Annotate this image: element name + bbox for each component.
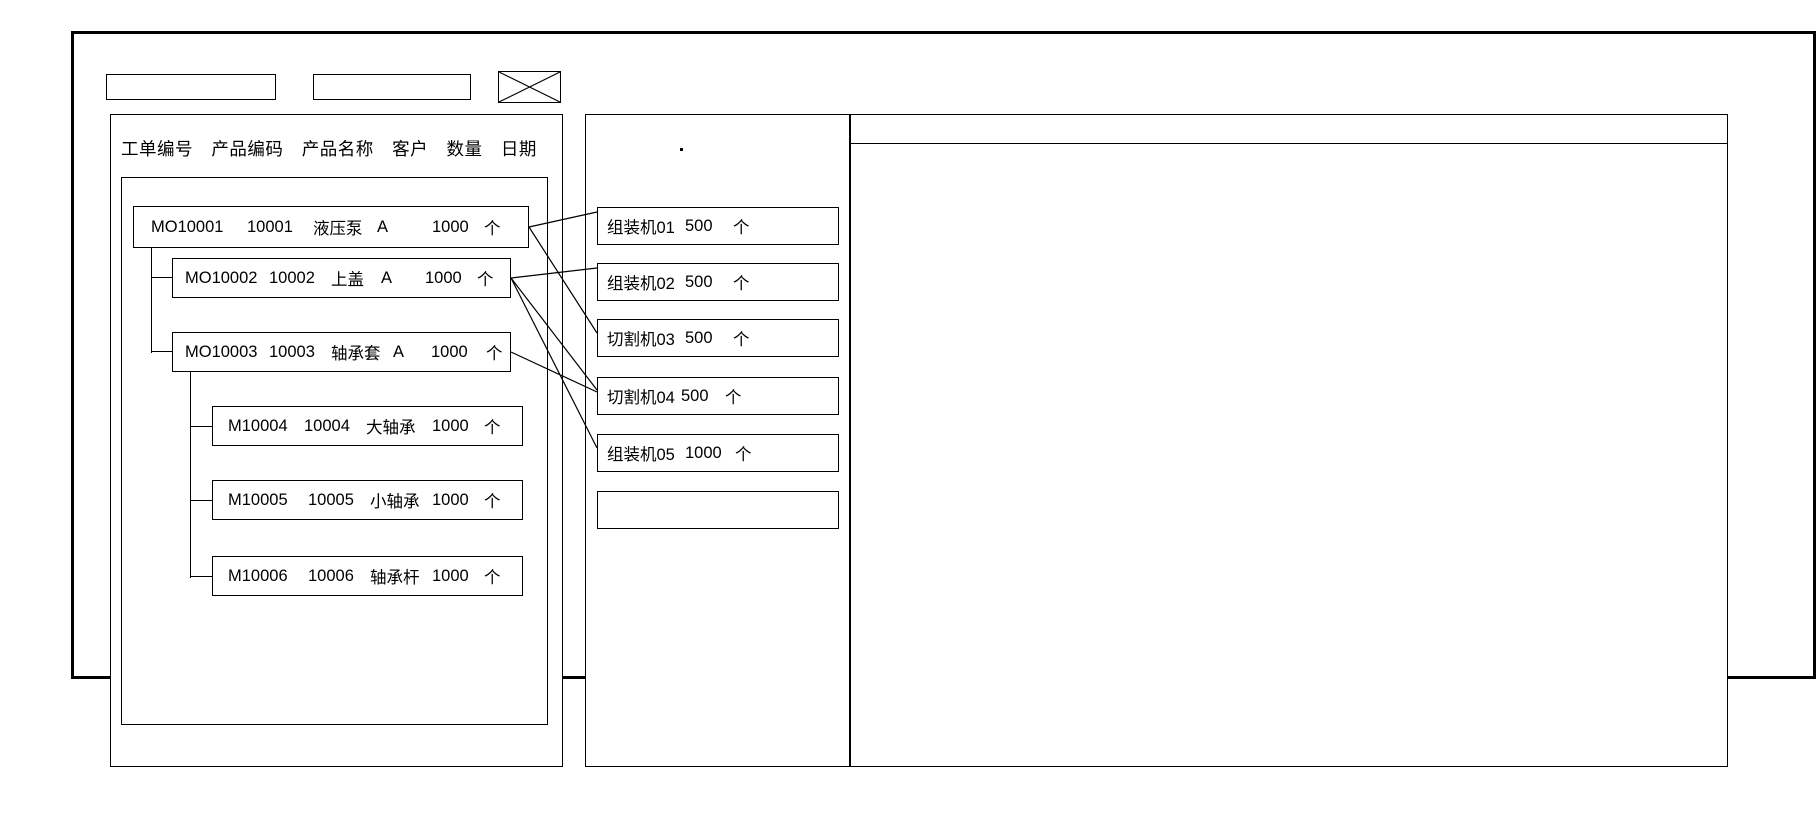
crossed-box-icon[interactable] <box>498 71 561 103</box>
work-order-row[interactable]: MO10002 10002 上盖 A 1000 个 <box>172 258 511 298</box>
machine-unit: 个 <box>733 331 750 349</box>
row-product-name: 小轴承 <box>370 493 420 511</box>
row-product-name: 液压泵 <box>313 220 363 238</box>
row-order-no: MO10001 <box>151 217 224 236</box>
machine-name: 切割机04 <box>607 389 675 407</box>
work-order-row[interactable]: M10005 10005 小轴承 1000 个 <box>212 480 523 520</box>
machine-row[interactable]: 组装机02 500 个 <box>597 263 839 301</box>
row-product-name: 上盖 <box>331 271 364 289</box>
row-unit: 个 <box>484 569 501 587</box>
machine-row[interactable]: 组装机05 1000 个 <box>597 434 839 472</box>
row-order-no: M10006 <box>228 566 288 585</box>
tree-connector <box>151 231 153 353</box>
row-order-no: M10005 <box>228 490 288 509</box>
machine-unit: 个 <box>733 219 750 237</box>
machine-row[interactable]: 切割机04 500 个 <box>597 377 839 415</box>
column-header-prod-name: 产品名称 <box>301 139 374 159</box>
tree-connector <box>151 351 172 353</box>
row-customer: A <box>377 217 389 236</box>
tree-connector <box>190 500 212 502</box>
row-product-name: 大轴承 <box>366 419 416 437</box>
toolbar-field-2[interactable] <box>313 74 471 100</box>
row-product-code: 10001 <box>247 217 293 236</box>
row-product-name: 轴承杆 <box>370 569 420 587</box>
toolbar-field-1[interactable] <box>106 74 276 100</box>
row-unit: 个 <box>484 220 501 238</box>
panel-marker-dot <box>680 148 683 151</box>
row-customer: A <box>393 342 405 361</box>
row-product-code: 10005 <box>308 490 354 509</box>
machine-row[interactable]: 组装机01 500 个 <box>597 207 839 245</box>
machine-name: 切割机03 <box>607 331 675 349</box>
machine-quantity: 500 <box>685 216 713 235</box>
row-quantity: 1000 <box>432 416 469 435</box>
machine-unit: 个 <box>735 446 752 464</box>
machine-unit: 个 <box>725 389 742 407</box>
work-order-table-header: 工单编号 产品编码 产品名称 客户 数量 日期 <box>121 136 550 161</box>
detail-panel <box>850 114 1728 767</box>
machine-name: 组装机01 <box>607 219 675 237</box>
tree-connector <box>190 426 212 428</box>
row-product-code: 10006 <box>308 566 354 585</box>
machine-unit: 个 <box>733 275 750 293</box>
column-header-customer: 客户 <box>392 139 429 159</box>
machine-name: 组装机02 <box>607 275 675 293</box>
row-quantity: 1000 <box>432 217 469 236</box>
row-quantity: 1000 <box>432 490 469 509</box>
crossed-box-icon-svg <box>499 72 560 102</box>
row-quantity: 1000 <box>431 342 468 361</box>
machine-quantity: 500 <box>685 272 713 291</box>
machine-row-empty[interactable] <box>597 491 839 529</box>
row-product-code: 10002 <box>269 268 315 287</box>
row-customer: A <box>381 268 393 287</box>
column-header-order-no: 工单编号 <box>121 139 193 159</box>
machine-quantity: 500 <box>681 386 709 405</box>
row-order-no: MO10002 <box>185 268 258 287</box>
row-quantity: 1000 <box>425 268 462 287</box>
row-order-no: M10004 <box>228 416 288 435</box>
machine-quantity: 1000 <box>685 443 722 462</box>
row-order-no: MO10003 <box>185 342 258 361</box>
tree-connector <box>190 576 212 578</box>
column-header-prod-code: 产品编码 <box>211 139 284 159</box>
row-unit: 个 <box>484 493 501 511</box>
column-header-quantity: 数量 <box>446 139 483 159</box>
column-header-date: 日期 <box>500 139 537 159</box>
row-unit: 个 <box>486 345 503 363</box>
row-quantity: 1000 <box>432 566 469 585</box>
row-unit: 个 <box>484 419 501 437</box>
row-product-name: 轴承套 <box>331 345 381 363</box>
row-unit: 个 <box>477 271 494 289</box>
machine-name: 组装机05 <box>607 446 675 464</box>
tree-connector <box>190 366 192 578</box>
machine-quantity: 500 <box>685 328 713 347</box>
row-product-code: 10003 <box>269 342 315 361</box>
tree-connector <box>151 277 172 279</box>
work-order-row[interactable]: MO10003 10003 轴承套 A 1000 个 <box>172 332 511 372</box>
work-order-row[interactable]: MO10001 10001 液压泵 A 1000 个 <box>133 206 529 248</box>
detail-panel-divider <box>851 143 1727 144</box>
machine-row[interactable]: 切割机03 500 个 <box>597 319 839 357</box>
work-order-row[interactable]: M10006 10006 轴承杆 1000 个 <box>212 556 523 596</box>
work-order-row[interactable]: M10004 10004 大轴承 1000 个 <box>212 406 523 446</box>
row-product-code: 10004 <box>304 416 350 435</box>
